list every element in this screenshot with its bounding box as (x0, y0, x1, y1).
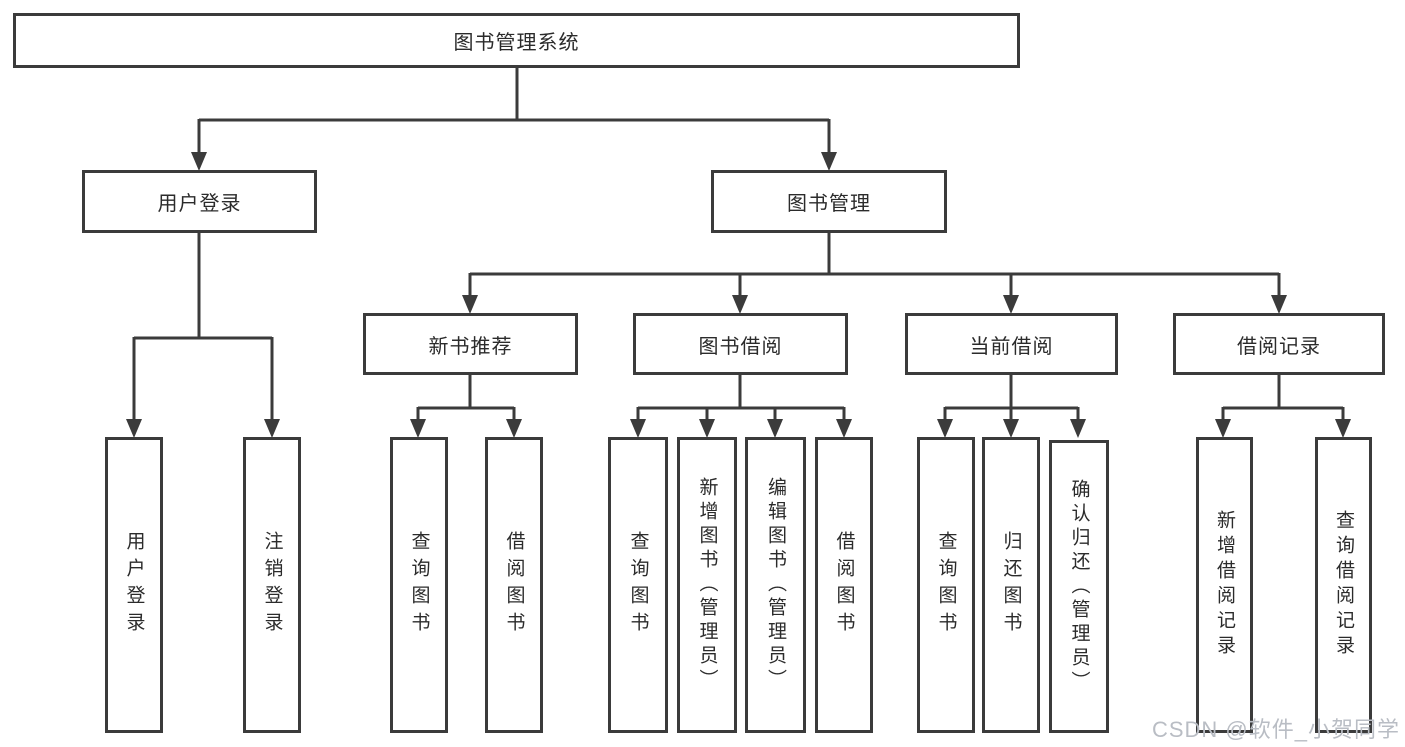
leaf-borrow-books-recommend: 借阅图书 (485, 437, 543, 733)
leaf-confirm-return-admin-label: 确认归还（管理员） (1068, 478, 1090, 695)
node-root-label: 图书管理系统 (453, 32, 580, 54)
leaf-edit-books-admin-label: 编辑图书（管理员） (765, 477, 786, 693)
leaf-query-books-borrowing: 查询图书 (608, 437, 668, 733)
node-book-management-label: 图书管理 (787, 193, 871, 215)
node-user-login-label: 用户登录 (157, 193, 242, 215)
leaf-logout-login-label: 注销登录 (261, 531, 283, 639)
node-borrowing-records-label: 借阅记录 (1237, 335, 1321, 358)
node-new-book-recommendation-label: 新书推荐 (428, 335, 513, 358)
node-new-book-recommendation: 新书推荐 (363, 313, 578, 375)
leaf-borrow-books-borrowing-label: 借阅图书 (833, 531, 855, 639)
leaf-user-login: 用户登录 (105, 437, 163, 733)
node-book-borrowing-label: 图书借阅 (698, 335, 783, 358)
node-borrowing-records: 借阅记录 (1173, 313, 1385, 375)
leaf-query-books-current: 查询图书 (917, 437, 975, 733)
leaf-return-books: 归还图书 (982, 437, 1040, 733)
leaf-confirm-return-admin: 确认归还（管理员） (1049, 440, 1109, 733)
node-root-system: 图书管理系统 (13, 13, 1020, 68)
csdn-watermark: CSDN @软件_小贺同学 (1151, 717, 1400, 742)
node-book-management: 图书管理 (711, 170, 947, 233)
leaf-logout-login: 注销登录 (243, 437, 301, 733)
leaf-edit-books-admin: 编辑图书（管理员） (745, 437, 806, 733)
node-book-borrowing: 图书借阅 (633, 313, 848, 375)
leaf-user-login-label: 用户登录 (123, 531, 145, 639)
leaf-return-books-label: 归还图书 (1000, 531, 1022, 639)
leaf-add-borrow-record: 新增借阅记录 (1196, 437, 1253, 733)
node-current-borrowing-label: 当前借阅 (969, 335, 1054, 358)
leaf-query-borrow-record: 查询借阅记录 (1315, 437, 1372, 733)
leaf-query-books-borrowing-label: 查询图书 (627, 531, 649, 639)
leaf-borrow-books-borrowing: 借阅图书 (815, 437, 873, 733)
leaf-add-books-admin: 新增图书（管理员） (677, 437, 737, 733)
leaf-query-books-current-label: 查询图书 (935, 531, 957, 639)
leaf-query-books-recommend-label: 查询图书 (408, 531, 430, 639)
node-current-borrowing: 当前借阅 (905, 313, 1118, 375)
leaf-query-books-recommend: 查询图书 (390, 437, 448, 733)
node-user-login: 用户登录 (82, 170, 317, 233)
leaf-add-books-admin-label: 新增图书（管理员） (696, 477, 718, 693)
leaf-query-borrow-record-label: 查询借阅记录 (1333, 510, 1354, 660)
leaf-borrow-books-recommend-label: 借阅图书 (503, 531, 525, 639)
leaf-add-borrow-record-label: 新增借阅记录 (1214, 510, 1235, 660)
